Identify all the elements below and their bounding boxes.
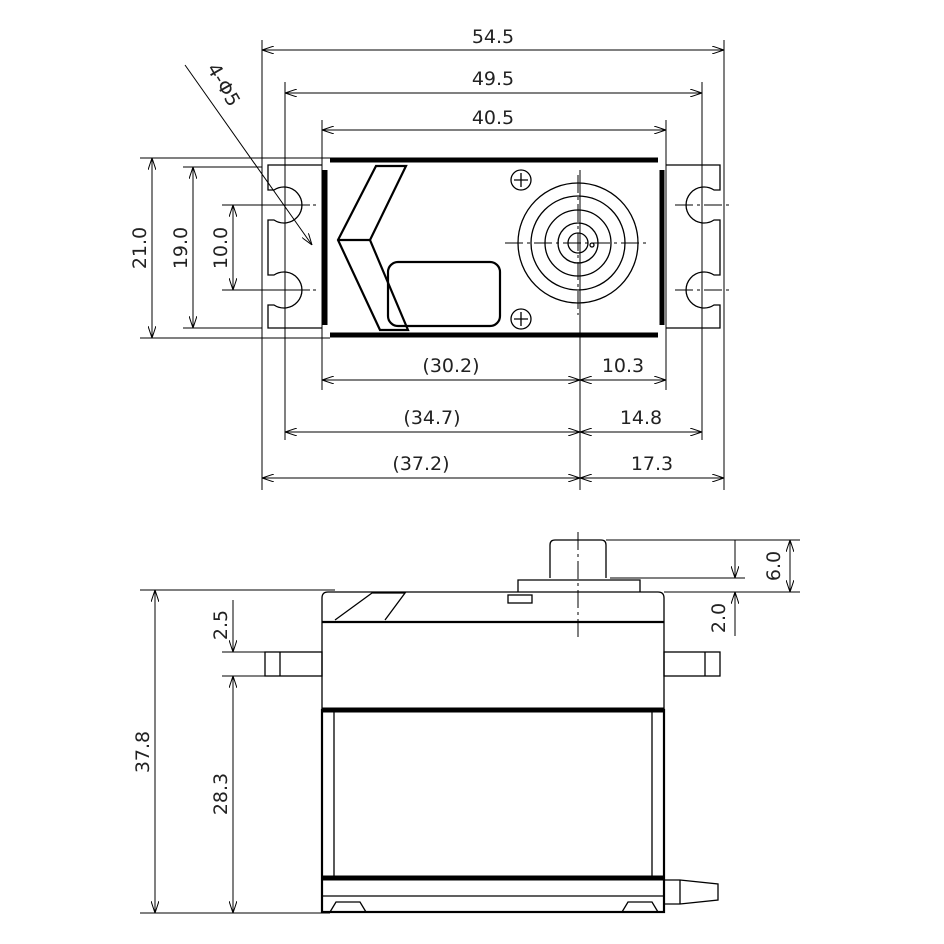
- dim-height-holes: 10.0: [210, 227, 232, 269]
- dim-shaft-to-body: 10.3: [602, 355, 644, 377]
- side-view: 37.8 2.5 28.3 6.0 2.0: [132, 532, 800, 914]
- dim-side-height: 37.8: [132, 731, 154, 773]
- dim-hole-to-shaft: (34.7): [403, 407, 460, 429]
- dim-width-body: 40.5: [472, 107, 514, 129]
- dim-width-holes: 49.5: [472, 68, 514, 90]
- dim-boss-height: 2.0: [708, 603, 730, 633]
- dim-tab-to-bottom: 28.3: [210, 773, 232, 815]
- dim-shaft-to-hole: 14.8: [620, 407, 662, 429]
- extension-lines: [140, 539, 800, 914]
- screw-icon: [510, 308, 532, 330]
- dim-body-to-shaft: (30.2): [422, 355, 479, 377]
- dim-width-overall: 54.5: [472, 26, 514, 48]
- dim-tab-thickness: 2.5: [210, 610, 232, 640]
- label-window: [386, 260, 502, 328]
- screw-icon: [510, 169, 532, 191]
- dimension-lines: [155, 540, 790, 913]
- dim-height-overall: 21.0: [129, 227, 151, 269]
- dimension-lines: [152, 50, 724, 478]
- servo-side-outline: [264, 532, 721, 914]
- top-view: 54.5 49.5 40.5 21.0 19.0 10.0 4-Φ5 (30.2…: [129, 26, 730, 490]
- wire-connector: [664, 879, 719, 905]
- hole-callout: 4-Φ5: [202, 60, 244, 111]
- dim-shaft-to-edge: 17.3: [631, 453, 673, 475]
- servo-top-outline: [262, 157, 730, 338]
- dim-edge-to-shaft: (37.2): [392, 453, 449, 475]
- dim-spline-height: 6.0: [763, 551, 785, 581]
- dim-height-flange: 19.0: [170, 227, 192, 269]
